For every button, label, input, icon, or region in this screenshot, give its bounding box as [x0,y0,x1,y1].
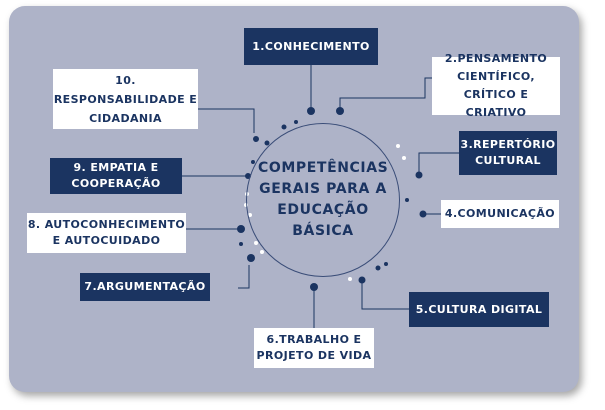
connector-3 [418,152,459,175]
dot-white-g [396,144,400,148]
central-title: COMPETÊNCIAS GERAIS PARA A EDUCAÇÃO BÁSI… [258,160,389,239]
competency-2-label: 2.PENSAMENTO CIENTÍFICO, CRÍTICO E CRIAT… [444,52,548,119]
competency-4-label: 4.COMUNICAÇÃO [444,207,556,220]
competency-2-box: 2.PENSAMENTO CIENTÍFICO, CRÍTICO E CRIAT… [432,52,560,119]
node-6 [310,283,318,291]
competency-1-box: 1.CONHECIMENTO [244,28,378,65]
competency-7-box: 7.ARGUMENTAÇÃO [80,273,210,301]
node-7 [247,254,255,262]
competency-5-label: 5.CULTURA DIGITAL [415,302,543,316]
competency-6-label: 6.TRABALHO E PROJETO DE VIDA [256,333,372,362]
dot-upper-c [294,120,298,124]
competency-5-box: 5.CULTURA DIGITAL [409,292,549,327]
node-8 [237,225,245,233]
dot-white-d [254,241,258,245]
central-circle: COMPETÊNCIAS GERAIS PARA A EDUCAÇÃO BÁSI… [246,123,400,277]
dot-right-a [405,198,409,202]
node-2 [336,107,344,115]
competency-3-label: 3.REPERTÓRIO CULTURAL [460,138,556,167]
competency-6-box: 6.TRABALHO E PROJETO DE VIDA [254,328,374,368]
dot-white-e [260,250,264,254]
dot-lower-a [375,265,381,271]
competency-10-label: 10. RESPONSABILIDADE E CIDADANIA [53,73,198,125]
dot-lower-b [384,262,388,266]
competency-10-box: 10. RESPONSABILIDADE E CIDADANIA [53,69,198,129]
competency-4-box: 4.COMUNICAÇÃO [441,200,559,228]
connector-10 [198,108,255,133]
competency-8-box: 8. AUTOCONHECIMENTO E AUTOCUIDADO [27,213,186,253]
competency-9-box: 9. EMPATIA E COOPERAÇÃO [50,158,182,194]
connector-5 [361,280,409,310]
dot-upper-b [281,124,287,130]
node-10 [253,136,259,142]
competency-8-label: 8. AUTOCONHECIMENTO E AUTOCUIDADO [27,218,186,247]
dot-white-f [348,277,352,281]
dot-white-h [402,156,406,160]
competency-1-label: 1.CONHECIMENTO [252,39,370,53]
node-3 [415,171,423,179]
dot-left-a [239,242,243,246]
competency-9-label: 9. EMPATIA E COOPERAÇÃO [71,161,161,190]
competency-7-label: 7.ARGUMENTAÇÃO [84,280,206,293]
connector-7 [238,265,250,289]
competency-3-box: 3.REPERTÓRIO CULTURAL [459,131,557,175]
node-5 [358,276,366,284]
connector-2 [339,77,432,111]
node-4 [419,210,427,218]
node-1 [307,107,315,115]
